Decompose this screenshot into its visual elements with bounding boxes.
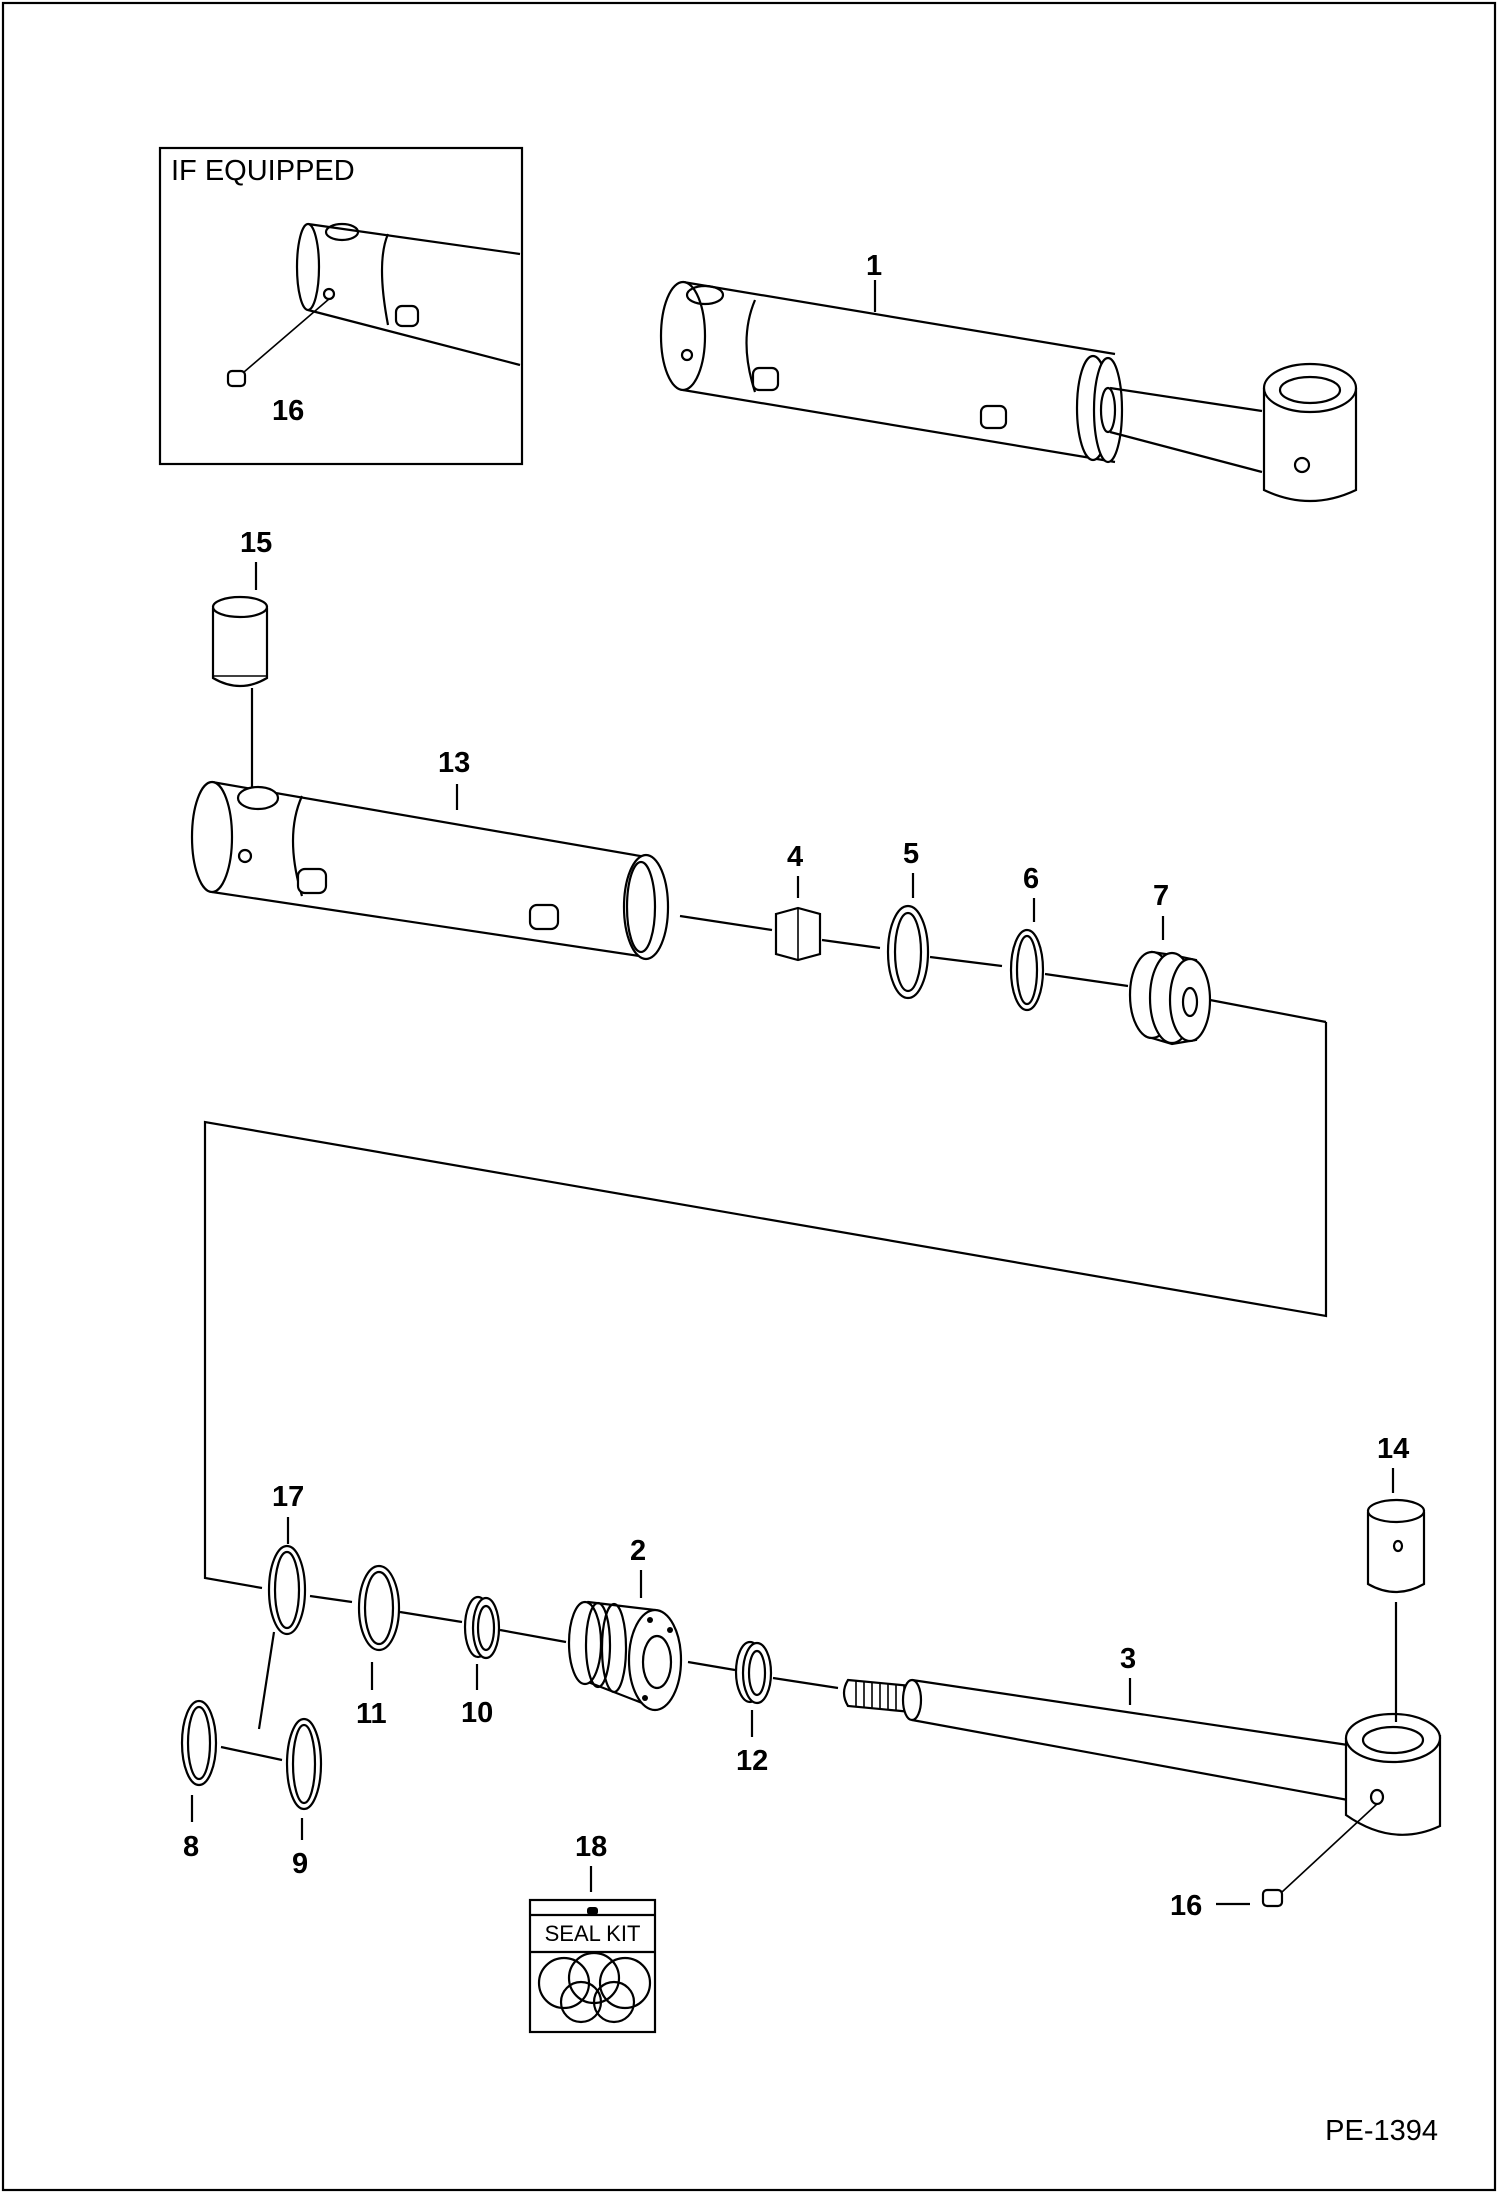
callout-6: 6 (1023, 863, 1039, 895)
gland-item-2: 2 (567, 1535, 736, 1712)
seal-kit-label: SEAL KIT (545, 1921, 641, 1946)
bushing-item-15: 15 (211, 527, 272, 790)
callout-16: 16 (1170, 1890, 1202, 1922)
seal-kit-item-18: 18 SEAL KIT (528, 1831, 657, 2034)
grease-fitting-item-16: 16 (1170, 1888, 1284, 1922)
callout-15: 15 (240, 527, 272, 559)
o-ring-item-6: 6 (1009, 863, 1129, 1012)
o-rings-icon (537, 1951, 652, 2024)
callout-16-inset: 16 (272, 395, 304, 427)
grease-fitting-icon (226, 369, 247, 388)
callout-1: 1 (866, 250, 882, 282)
ring-item-8: 8 (180, 1699, 283, 1863)
seal-kit-package (528, 1898, 657, 2034)
nut-item-4: 4 (774, 841, 881, 962)
fitting-icon (1261, 1888, 1284, 1908)
callout-18: 18 (575, 1831, 607, 1863)
callout-12: 12 (736, 1745, 768, 1777)
callout-4: 4 (787, 841, 803, 873)
callout-2: 2 (630, 1535, 646, 1567)
callout-8: 8 (183, 1831, 199, 1863)
callout-14: 14 (1377, 1433, 1409, 1465)
assembly-connector-line (203, 1022, 1328, 1590)
callout-13: 13 (438, 747, 470, 779)
wiper-item-10: 10 (461, 1595, 567, 1729)
callout-3: 3 (1120, 1643, 1136, 1675)
ring-item-17: 17 (257, 1481, 353, 1730)
cylinder-assembly-item-1: 1 (659, 250, 1358, 503)
ring-item-5: 5 (886, 838, 1003, 1000)
ring-item-9: 9 (285, 1717, 323, 1880)
callout-5: 5 (903, 838, 919, 870)
callout-9: 9 (292, 1848, 308, 1880)
o-ring-item-11: 11 (356, 1564, 463, 1730)
seal-item-12: 12 (734, 1640, 839, 1777)
barrel-item-13: 13 (190, 747, 773, 961)
bushing-item-14: 14 (1366, 1433, 1426, 1722)
inset-if-equipped: IF EQUIPPED 16 (158, 146, 524, 466)
rod-item-3: 3 (842, 1643, 1442, 1893)
callout-10: 10 (461, 1697, 493, 1729)
inset-frame (158, 146, 524, 466)
figure-id: PE-1394 (1325, 2115, 1438, 2147)
callout-7: 7 (1153, 880, 1169, 912)
inset-title: IF EQUIPPED (171, 155, 355, 187)
callout-11: 11 (356, 1698, 387, 1730)
callout-17: 17 (272, 1481, 304, 1513)
piston-item-7: 7 (1128, 880, 1327, 1046)
